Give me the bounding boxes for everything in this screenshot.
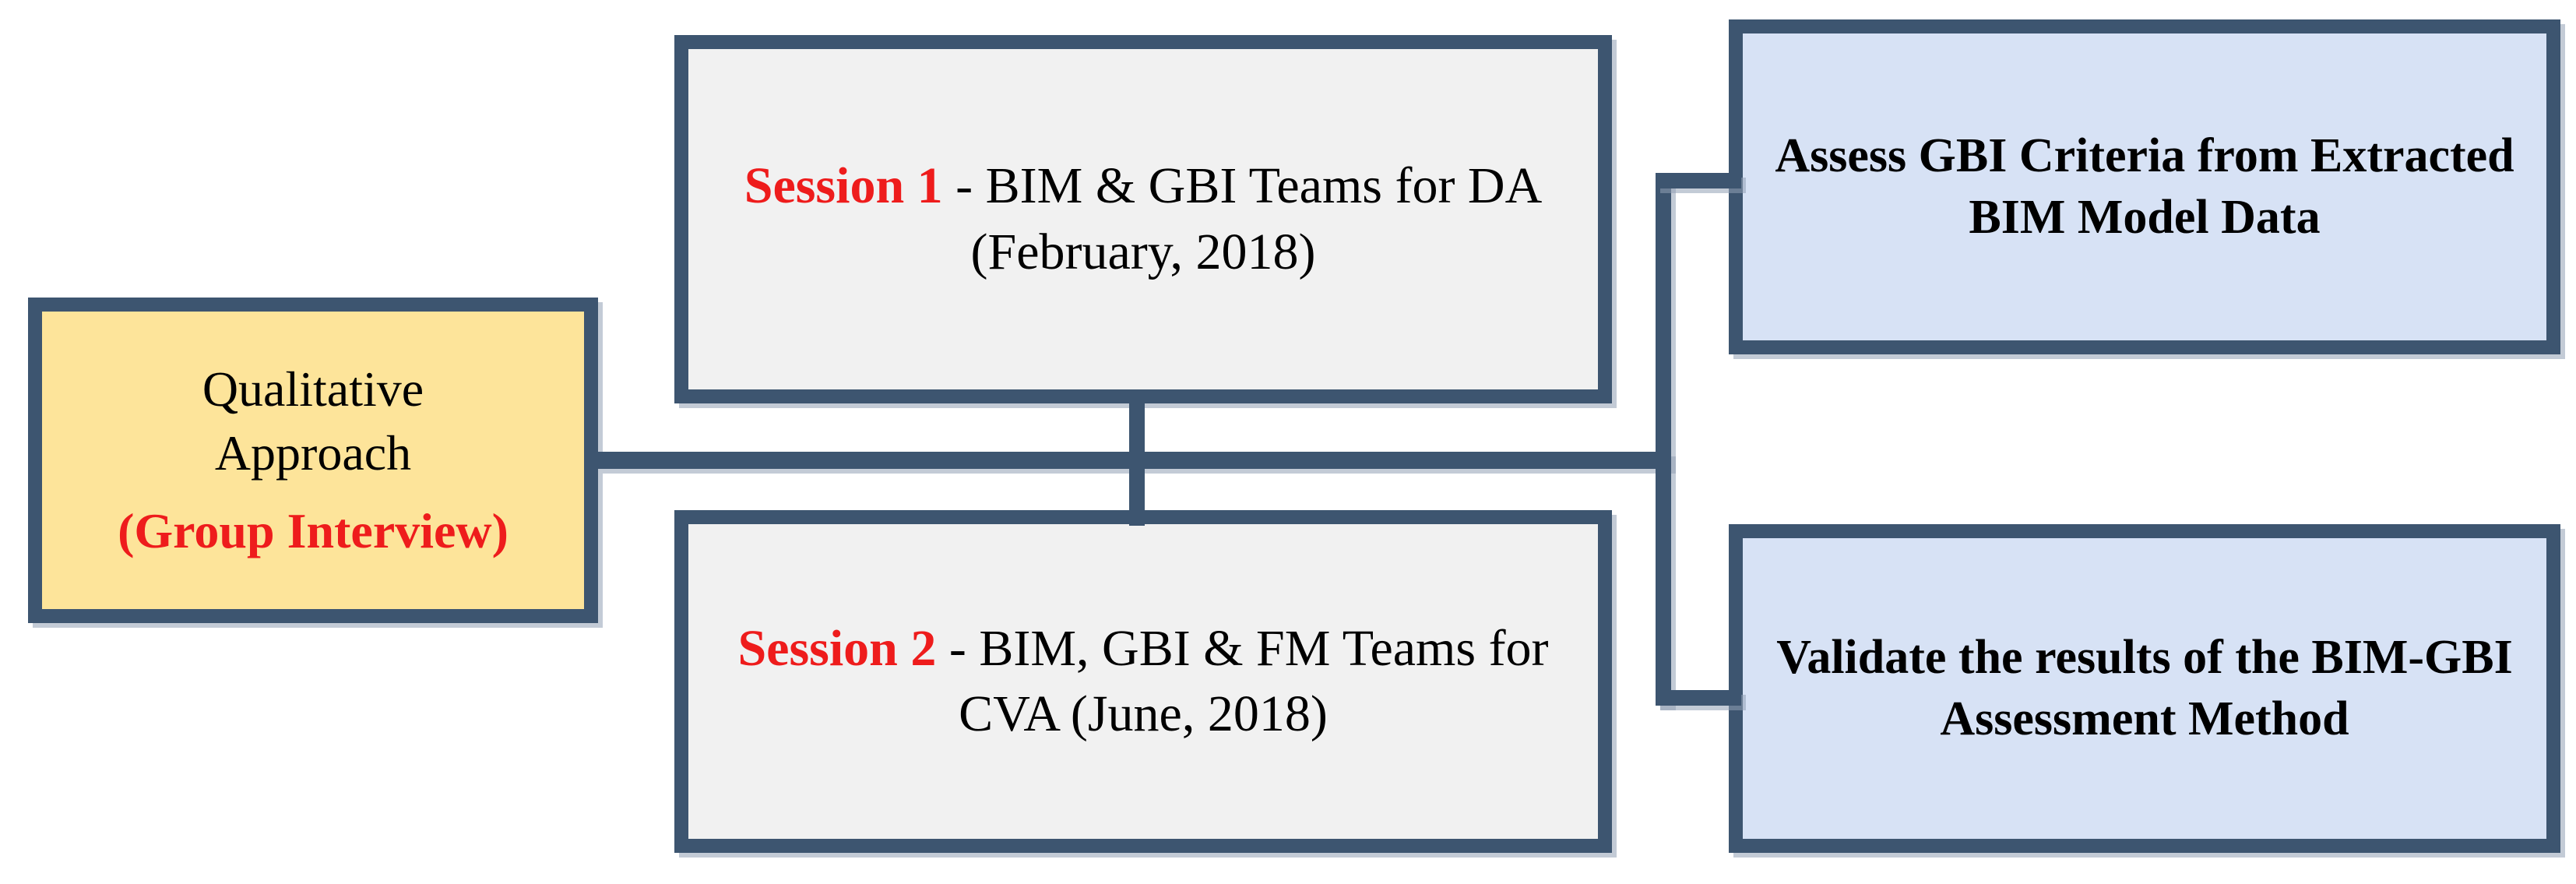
node-session-2[interactable]: Session 2 - BIM, GBI & FM Teams for CVA … [674,510,1612,853]
session-2-detail: - BIM, GBI & FM Teams for CVA (June, 201… [936,619,1549,742]
node-validate-results[interactable]: Validate the results of the BIM-GBI Asse… [1729,524,2560,853]
node-assess-gbi-criteria-text: Assess GBI Criteria from Extracted BIM M… [1775,129,2514,244]
session-1-detail: - BIM & GBI Teams for DA (February, 2018… [942,157,1543,280]
connector-riser-to-validate [1656,690,1741,706]
node-validate-results-text: Validate the results of the BIM-GBI Asse… [1776,630,2513,745]
node-session-2-text: Session 2 - BIM, GBI & FM Teams for CVA … [688,616,1598,748]
node-assess-gbi-criteria[interactable]: Assess GBI Criteria from Extracted BIM M… [1729,19,2560,354]
node-session-1[interactable]: Session 1 - BIM & GBI Teams for DA (Febr… [674,35,1612,403]
node-qualitative-approach-text: Qualitative Approach (Group Interview) [42,357,584,563]
node-qualitative-approach[interactable]: Qualitative Approach (Group Interview) [28,298,598,623]
qualitative-accent-label: (Group Interview) [118,502,509,558]
connector-riser-to-assess [1656,173,1741,188]
connector-session1-to-session2 [1129,389,1145,526]
qualitative-line-2: Approach [214,425,412,481]
qualitative-line-1: Qualitative [202,361,424,417]
node-session-1-text: Session 1 - BIM & GBI Teams for DA (Febr… [688,153,1598,285]
session-1-accent-label: Session 1 [744,157,943,215]
session-2-accent-label: Session 2 [737,619,937,677]
connector-sessions-to-outcomes [1656,173,1671,706]
